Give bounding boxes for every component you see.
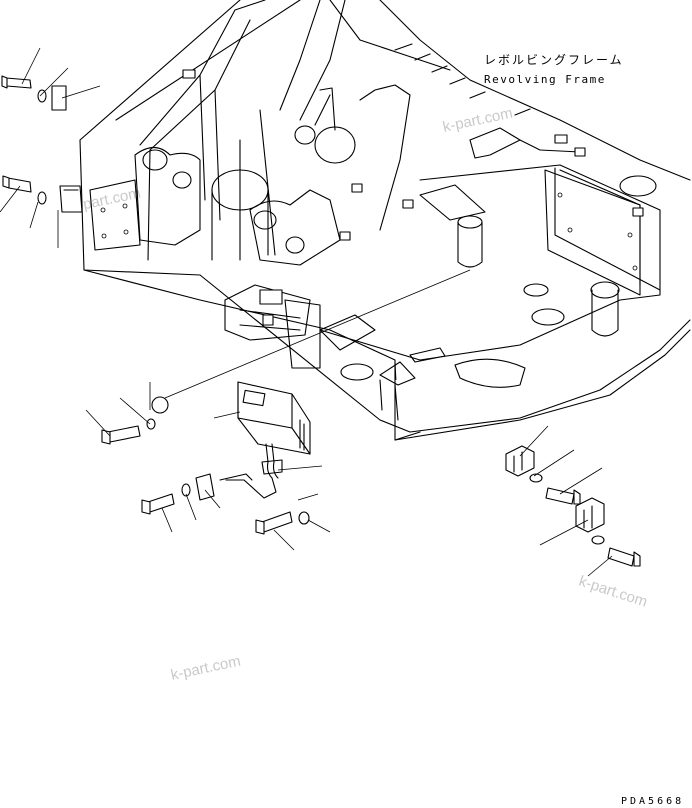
watermark: k-part.com	[577, 573, 650, 611]
leader-lines	[0, 47, 613, 577]
controller-box	[237, 381, 311, 455]
frame-label-en: Revolving Frame	[484, 73, 606, 86]
watermark: k-part.com	[169, 653, 242, 684]
fasteners-left	[1, 75, 310, 535]
revolving-frame	[79, 0, 691, 441]
frame-label-jp: レボルビングフレーム	[484, 53, 624, 67]
fasteners-right	[505, 445, 641, 567]
drawing-code: PDA5668	[621, 796, 684, 807]
wire-harness	[219, 443, 283, 499]
watermark: k-part.com	[441, 105, 514, 136]
